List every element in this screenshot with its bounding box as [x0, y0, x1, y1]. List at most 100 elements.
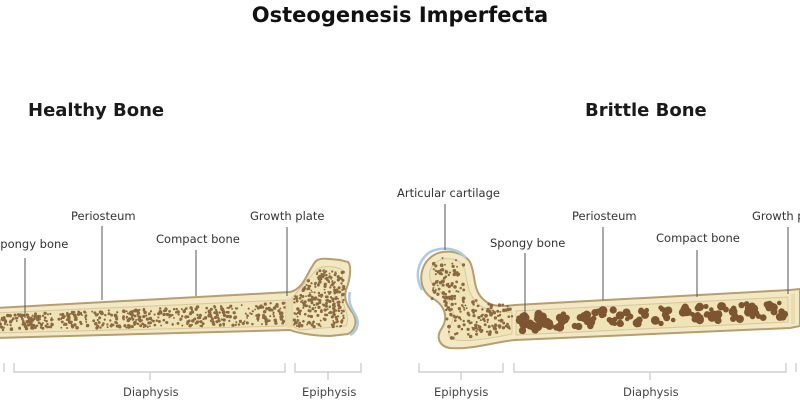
spongy-dot: [234, 323, 237, 327]
spongy-dot: [148, 312, 151, 315]
spongy-dot: [158, 309, 162, 314]
spongy-dot: [317, 276, 321, 281]
spongy-dot: [307, 298, 311, 302]
porous-spot: [609, 306, 617, 314]
spongy-dot: [459, 318, 462, 321]
spongy-dot: [81, 314, 84, 317]
spongy-dot: [332, 310, 336, 314]
spongy-dot: [243, 320, 246, 323]
spongy-dot: [337, 286, 341, 290]
spongy-dot: [322, 304, 326, 307]
spongy-dot: [306, 323, 309, 326]
spongy-dot: [451, 262, 454, 265]
spongy-dot: [172, 307, 176, 311]
spongy-dot: [139, 324, 143, 328]
spongy-dot: [195, 305, 199, 309]
spongy-dot: [46, 322, 49, 326]
spongy-dot: [142, 326, 145, 329]
spongy-dot: [126, 312, 129, 315]
spongy-dot: [215, 310, 218, 313]
spongy-dot: [99, 326, 102, 329]
spongy-dot: [339, 325, 342, 328]
spongy-dot: [339, 276, 343, 280]
spongy-dot: [272, 313, 275, 316]
spongy-dot: [222, 322, 226, 326]
spongy-dot: [201, 322, 205, 326]
spongy-dot: [246, 314, 249, 318]
spongy-dot: [136, 322, 140, 326]
spongy-dot: [229, 304, 233, 308]
spongy-dot: [43, 319, 46, 322]
spongy-dot: [204, 311, 207, 314]
spongy-dot: [482, 318, 486, 322]
spongy-dot: [307, 284, 311, 288]
spongy-dot: [85, 321, 88, 323]
spongy-dot: [325, 273, 328, 277]
spongy-dot: [181, 324, 184, 327]
spongy-dot: [153, 323, 157, 327]
spongy-dot: [337, 300, 341, 304]
spongy-dot: [307, 309, 311, 312]
spongy-dot: [314, 281, 317, 285]
spongy-dot: [102, 322, 105, 325]
spongy-dot: [3, 323, 7, 326]
porous-spot: [542, 318, 552, 328]
spongy-dot: [213, 306, 216, 309]
spongy-dot: [329, 286, 332, 289]
spongy-dot: [96, 318, 99, 322]
spongy-dot: [125, 310, 128, 313]
spongy-dot: [310, 282, 313, 285]
spongy-dot: [33, 312, 38, 316]
spongy-dot: [331, 270, 334, 273]
spongy-dot: [447, 273, 451, 277]
spongy-dot: [296, 311, 299, 315]
spongy-dot: [314, 296, 318, 300]
spongy-dot: [453, 285, 457, 289]
spongy-dot: [36, 315, 39, 318]
spongy-dot: [305, 284, 308, 287]
spongy-dot: [499, 310, 502, 313]
spongy-dot: [137, 315, 140, 318]
spongy-dot: [342, 298, 345, 302]
spongy-dot: [448, 290, 451, 293]
spongy-dot: [299, 313, 302, 316]
spongy-dot: [492, 310, 497, 315]
spongy-dot: [100, 311, 104, 316]
spongy-dot: [2, 315, 6, 319]
spongy-dot: [452, 336, 455, 339]
spongy-dot: [493, 316, 498, 320]
spongy-dot: [131, 317, 135, 321]
spongy-dot: [107, 312, 111, 316]
spongy-dot: [41, 314, 45, 317]
spongy-dot: [333, 290, 336, 293]
spongy-dot: [303, 312, 307, 316]
spongy-dot: [318, 301, 322, 305]
spongy-dot: [337, 297, 340, 300]
spongy-dot: [24, 326, 29, 331]
spongy-dot: [320, 272, 324, 276]
spongy-dot: [322, 275, 325, 278]
spongy-dot: [186, 320, 190, 324]
spongy-dot: [93, 311, 97, 315]
spongy-dot: [85, 323, 90, 328]
healthy-spongy-dots: [0, 269, 346, 332]
spongy-dot: [238, 319, 243, 324]
spongy-dot: [328, 275, 332, 279]
spongy-dot: [504, 324, 508, 328]
porous-spot: [703, 312, 709, 318]
spongy-dot: [342, 316, 345, 320]
spongy-dot: [457, 324, 461, 329]
spongy-dot: [293, 312, 296, 315]
spongy-dot: [296, 318, 300, 322]
spongy-dot: [316, 298, 320, 301]
spongy-dot: [60, 326, 63, 329]
spongy-dot: [193, 317, 197, 321]
brittle-bone: [416, 247, 800, 350]
spongy-dot: [246, 317, 249, 319]
spongy-dot: [142, 323, 145, 326]
spongy-dot: [454, 319, 457, 322]
spongy-dot: [98, 316, 102, 320]
spongy-dot: [33, 317, 36, 321]
spongy-dot: [65, 314, 68, 317]
spongy-dot: [227, 306, 231, 310]
